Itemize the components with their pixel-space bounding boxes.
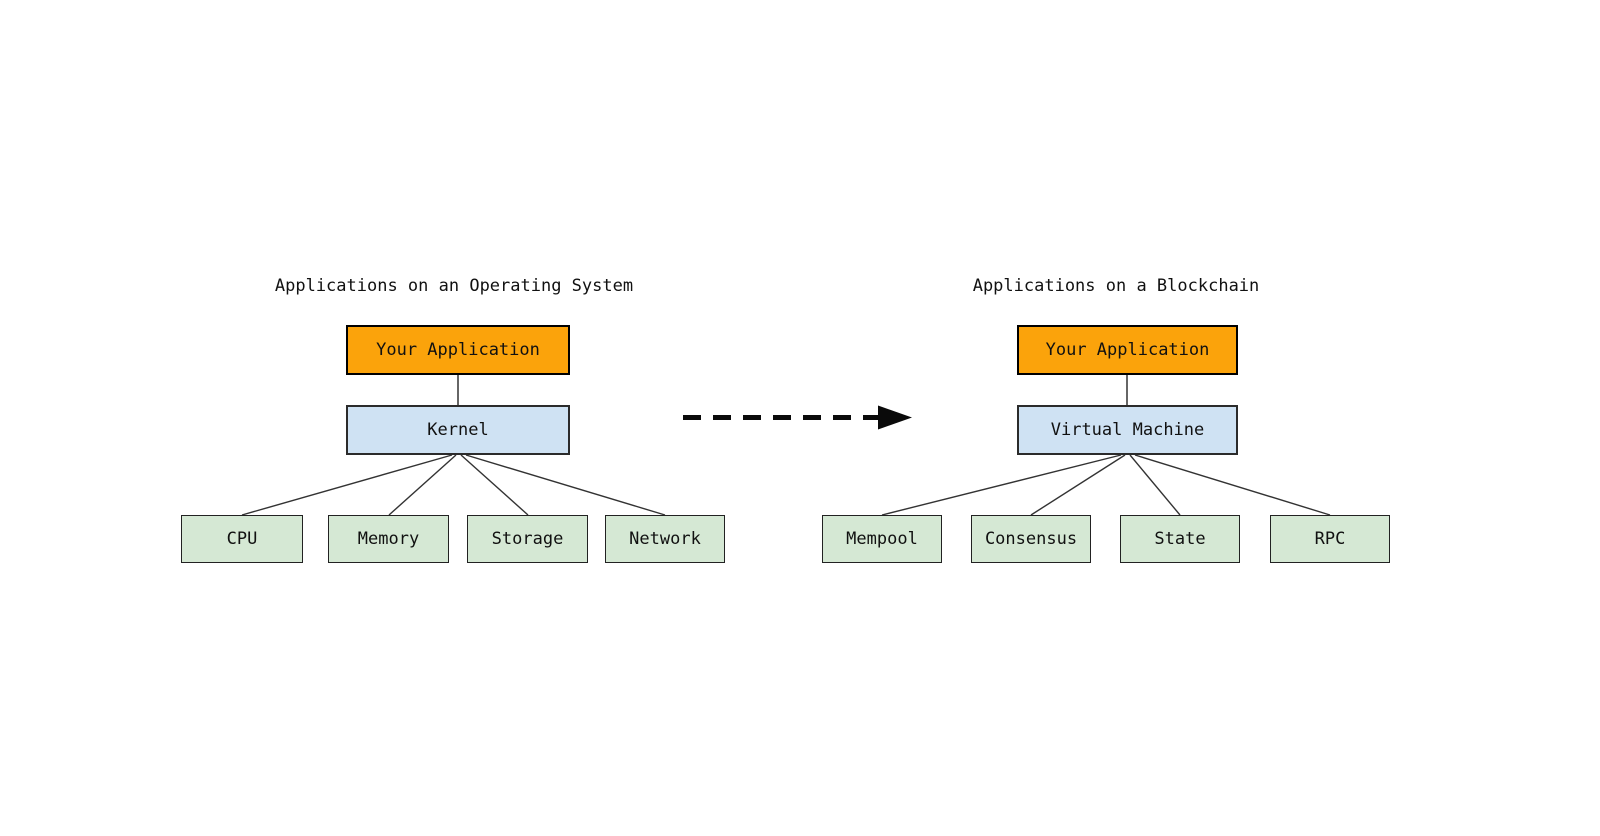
right-your-application-box: Your Application	[1017, 325, 1238, 375]
right-child-box-mempool: Mempool	[822, 515, 942, 563]
left-fan-lines	[241, 454, 666, 516]
right-child-box-rpc: RPC	[1270, 515, 1390, 563]
left-diagram-title: Applications on an Operating System	[274, 276, 634, 296]
left-child-box-network: Network	[605, 515, 725, 563]
right-child-box-state: State	[1120, 515, 1240, 563]
left-your-application-box: Your Application	[346, 325, 570, 375]
right-fan-lines	[881, 454, 1331, 516]
right-diagram-title: Applications on a Blockchain	[972, 276, 1260, 296]
left-kernel-box: Kernel	[346, 405, 570, 455]
left-child-box-cpu: CPU	[181, 515, 303, 563]
right-child-box-consensus: Consensus	[971, 515, 1091, 563]
left-child-box-storage: Storage	[467, 515, 588, 563]
dashed-right-arrow-icon	[683, 405, 912, 430]
right-virtual-machine-box: Virtual Machine	[1017, 405, 1238, 455]
left-child-box-memory: Memory	[328, 515, 449, 563]
